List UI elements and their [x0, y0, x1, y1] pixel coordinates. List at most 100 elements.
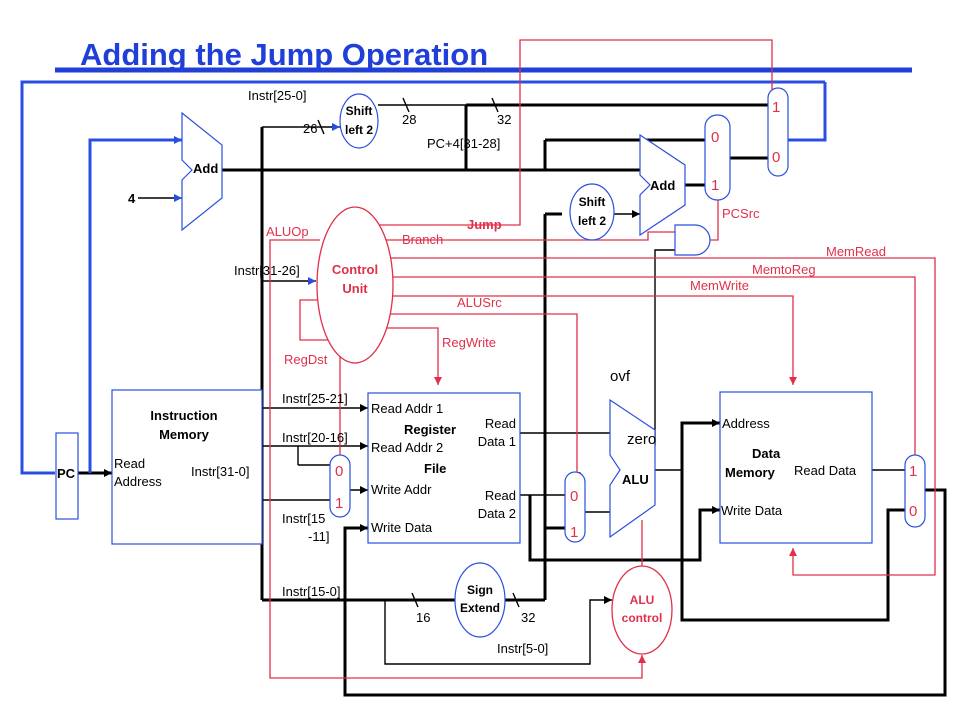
wire-alu-to-dmem-address	[680, 421, 720, 470]
pc-loop-wires	[20, 80, 827, 475]
reg-read-data-1-b: Data 1	[478, 434, 516, 449]
label-memread: MemRead	[826, 244, 886, 259]
wire-memtoreg	[392, 276, 916, 462]
mux-jump-top: 1	[772, 99, 780, 116]
shift1-label-1: Shift	[346, 104, 373, 118]
reg-file-title: File	[424, 461, 446, 476]
zero-label: zero	[627, 431, 656, 448]
arrow-add2	[632, 210, 640, 218]
arrow-read-addr-1	[360, 404, 368, 412]
block-labels: PC Instruction Memory Read Address Instr…	[57, 104, 857, 625]
wire-memread-dmem	[792, 462, 936, 576]
reg-write-addr: Write Addr	[371, 482, 432, 497]
arrow-write-data	[360, 524, 368, 532]
label-alusrc: ALUSrc	[457, 295, 502, 310]
reg-read-data-2-a: Read	[485, 488, 516, 503]
label-regdst: RegDst	[284, 352, 328, 367]
arrow-alu-control	[604, 596, 612, 604]
wire-write-data-to-dmem	[528, 495, 720, 562]
shift2-label-2: left 2	[578, 214, 606, 228]
arrow-control	[308, 277, 316, 285]
arrow-aluop	[638, 655, 646, 663]
arrow-memread	[789, 548, 797, 556]
label-32-bottom: 32	[521, 610, 535, 625]
reg-read-data-2-b: Data 2	[478, 506, 516, 521]
dmem-address: Address	[722, 416, 770, 431]
reg-read-addr-2: Read Addr 2	[371, 440, 443, 455]
mux-labels: 1 0 0 1 0 1 0 1 1 0	[335, 99, 917, 541]
mux-memtoreg-top: 1	[909, 463, 917, 480]
shift-left-2-branch	[569, 183, 615, 241]
mux-regdst	[329, 454, 351, 518]
arrow-read-addr-2	[360, 442, 368, 450]
wire-pc-to-add1	[88, 138, 182, 473]
label-16: 16	[416, 610, 430, 625]
shift-left-2-jump	[339, 93, 379, 149]
label-instr-25-21: Instr[25-21]	[282, 391, 348, 406]
pc-label: PC	[57, 466, 76, 481]
dmem-write-data: Write Data	[721, 503, 783, 518]
datapath-wires	[78, 103, 947, 697]
arrow-dmem-write-data	[712, 506, 720, 514]
label-jump: Jump	[467, 217, 502, 232]
mux-jump-bottom: 0	[772, 149, 780, 166]
wire-alu-bypass	[680, 470, 905, 622]
control-label-2: Unit	[342, 281, 368, 296]
components	[55, 87, 926, 655]
adder-pc-plus-4	[181, 111, 223, 232]
label-pc4: PC+4[31-28]	[427, 136, 500, 151]
instruction-memory	[111, 389, 263, 545]
mux-regdst-bottom: 1	[335, 495, 343, 512]
alu-control-label-2: control	[622, 611, 663, 625]
label-instr-5-0: Instr[5-0]	[497, 641, 548, 656]
imem-instr-out: Instr[31-0]	[191, 464, 250, 479]
wire-labels: Instr[25-0] 26 28 32 PC+4[31-28] Instr[3…	[234, 88, 548, 656]
wire-branch	[386, 231, 675, 241]
wire-jump	[378, 39, 773, 226]
label-pcsrc: PCSrc	[722, 206, 760, 221]
dmem-title-1: Data	[752, 446, 781, 461]
mux-alusrc-top: 0	[570, 488, 578, 505]
control-labels: ALUOp Branch Jump PCSrc MemRead MemtoReg…	[266, 206, 886, 367]
tick-32b	[512, 592, 520, 608]
tick-16	[411, 592, 419, 608]
imem-read-addr-2: Address	[114, 474, 162, 489]
mux-memtoreg	[904, 454, 926, 528]
wire-alusrc	[386, 313, 578, 480]
reg-title: Register	[404, 422, 456, 437]
tick-26	[317, 119, 325, 135]
label-instr-31-26: Instr[31-26]	[234, 263, 300, 278]
wire-regwrite	[365, 327, 439, 385]
reg-read-data-1-a: Read	[485, 416, 516, 431]
reg-read-addr-1: Read Addr 1	[371, 401, 443, 416]
alu	[609, 398, 656, 539]
arrow-dmem-address	[712, 419, 720, 427]
label-instr-25-0: Instr[25-0]	[248, 88, 307, 103]
arrow-shift1	[332, 123, 340, 131]
control-unit	[316, 206, 394, 364]
add1-label: Add	[193, 161, 218, 176]
label-26: 26	[303, 121, 317, 136]
imem-title-2: Memory	[159, 427, 210, 442]
mux-branch-top: 0	[711, 129, 719, 146]
arrow-add1-pc	[174, 136, 182, 144]
imem-read-addr-1: Read	[114, 456, 145, 471]
and-gate	[674, 224, 711, 256]
wire-next-pc	[20, 80, 825, 475]
control-wires	[269, 39, 936, 679]
add2-label: Add	[650, 178, 675, 193]
mux-branch-bottom: 1	[711, 177, 719, 194]
mux-alusrc-bottom: 1	[570, 524, 578, 541]
mux-branch	[704, 114, 731, 201]
alu-label: ALU	[622, 472, 649, 487]
wire-instr-5-0	[384, 599, 612, 665]
pc-register	[55, 432, 79, 520]
arrow-regwrite	[434, 377, 442, 385]
mux-jump	[767, 87, 789, 177]
register-file	[367, 392, 521, 544]
dmem-read-data: Read Data	[794, 463, 857, 478]
wire-write-back	[343, 488, 947, 697]
wire-regdst	[299, 299, 341, 455]
